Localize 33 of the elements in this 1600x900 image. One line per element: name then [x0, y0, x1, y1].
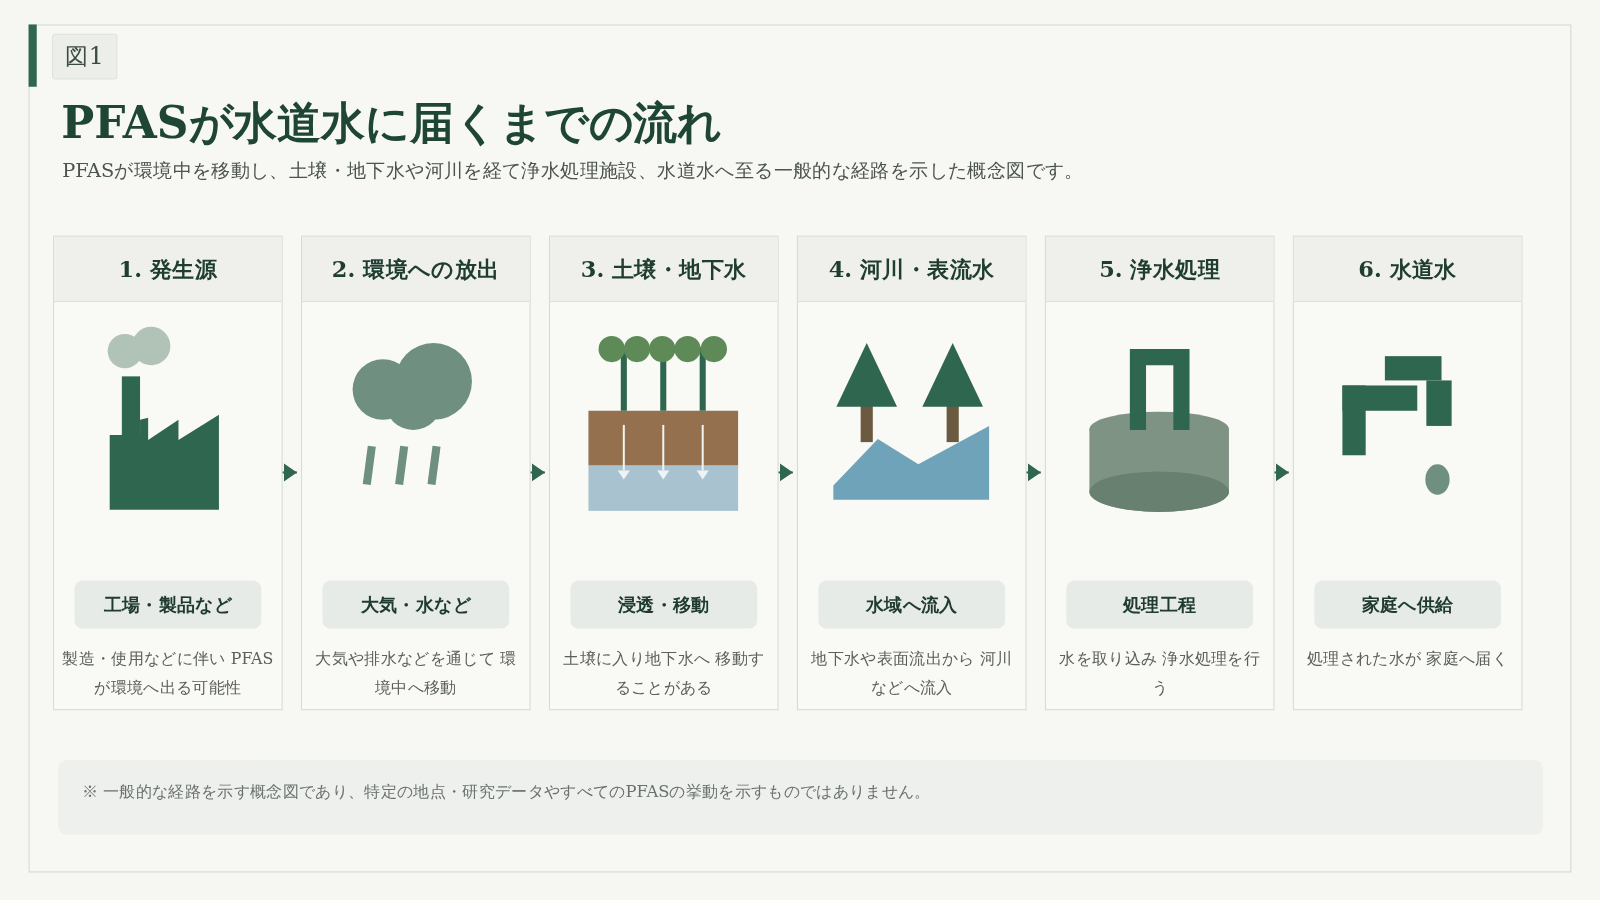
tag-pill: 処理工程 [1066, 580, 1254, 629]
arrow [1274, 463, 1289, 482]
arrow [282, 463, 297, 482]
tag-pill: 大気・水など [322, 580, 510, 629]
step-card [1292, 235, 1523, 711]
step-card [549, 235, 779, 711]
step-description: 処理された水が 家庭へ届く [1306, 649, 1510, 671]
step-heading: 2. 環境への放出 [302, 236, 530, 303]
step-description: 製造・使用などに伴い PFASが環境へ出る可能性 [62, 649, 274, 699]
tag-pill: 工場・製品など [74, 580, 262, 629]
title: PFASが水道水に届くまでの流れ [61, 95, 723, 150]
step-card [1044, 235, 1275, 711]
tag-pill: 家庭へ供給 [1314, 580, 1501, 629]
figure-tag: 図1 [52, 33, 117, 80]
step-card [301, 235, 531, 711]
tag-pill: 水域へ流入 [818, 580, 1006, 629]
subtitle: PFASが環境中を移動し、土壌・地下水や河川を経て浄水処理施設、水道水へ至る一般的な経路を示した概念図です。 [62, 157, 1084, 183]
step-heading: 4. 河川・表流水 [797, 236, 1026, 303]
step-card [796, 235, 1027, 711]
step-description: 大気や排水などを通じて 環境中へ移動 [314, 649, 518, 699]
arrow [778, 463, 793, 482]
step-card [53, 235, 283, 711]
step-heading: 3. 土壌・地下水 [550, 236, 778, 303]
step-description: 地下水や表面流出から 河川などへ流入 [810, 649, 1014, 699]
step-description: 水を取り込み 浄水処理を行う [1058, 649, 1262, 699]
step-heading: 5. 浄水処理 [1045, 236, 1274, 303]
arrow [1026, 463, 1041, 482]
footnote: ※ 一般的な経路を示す概念図であり、特定の地点・研究データやすべてのPFASの挙動を示すものではありません。 [81, 780, 931, 803]
arrow [530, 463, 545, 482]
tag-pill: 浸透・移動 [570, 580, 758, 629]
step-description: 土壌に入り地下水へ 移動することがある [562, 649, 766, 699]
step-heading: 1. 発生源 [54, 236, 282, 303]
step-heading: 6. 水道水 [1293, 236, 1522, 303]
